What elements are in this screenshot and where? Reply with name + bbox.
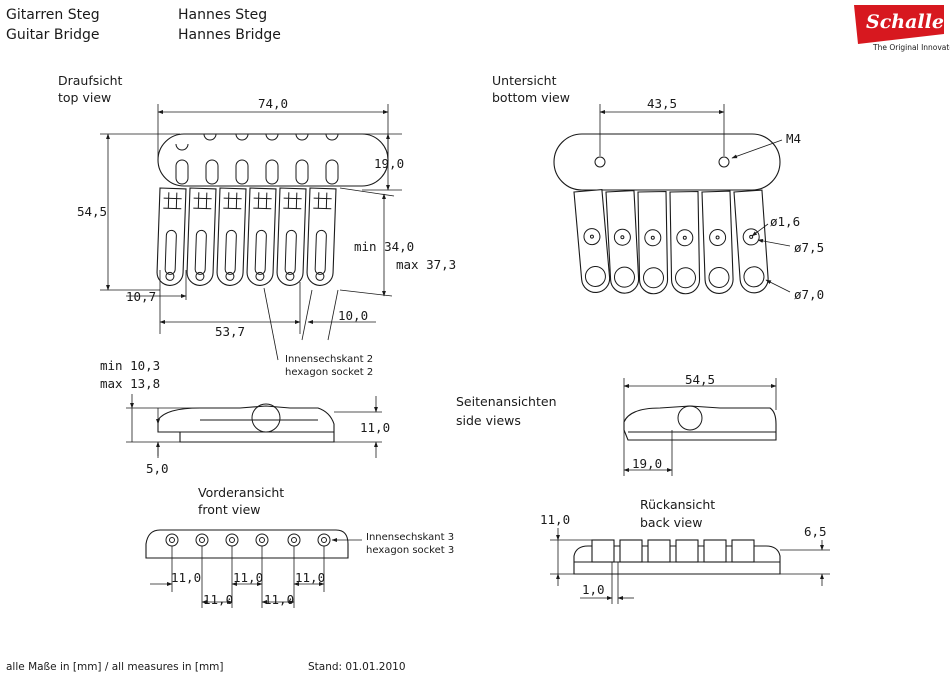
top-view-title-english: top view <box>58 90 111 105</box>
bottom-view-thread-hole-right <box>718 156 730 168</box>
back-view-title-german: Rückansicht <box>640 497 715 512</box>
dim-bottom-span: 43,5 <box>647 96 677 111</box>
bottom-view-saddles <box>573 188 769 295</box>
back-view-saddles <box>591 539 755 563</box>
top-view-saddles <box>156 187 337 286</box>
logo-badge <box>854 5 944 44</box>
side-view-left: min 10,3 max 13,8 5,0 11,0 <box>100 358 390 476</box>
dim-top-offset: 10,7 <box>126 289 156 304</box>
footer-measures-note: alle Maße in [mm] / all measures in [mm] <box>6 661 224 673</box>
note-hex-socket-3-german: Innensechskant 3 <box>366 532 454 543</box>
model-english: Hannes Bridge <box>178 27 281 43</box>
dim-side-max: max 13,8 <box>100 376 160 391</box>
bottom-view: Untersicht bottom view <box>492 73 824 302</box>
dim-front-spacing-3: 11,0 <box>233 570 263 585</box>
side-view-right-roller <box>677 405 703 431</box>
dim-top-depth: 19,0 <box>374 156 404 171</box>
note-hex-socket-2-german: Innensechskant 2 <box>285 354 373 365</box>
dim-back-saddle: 6,5 <box>804 524 827 539</box>
dim-top-width: 74,0 <box>258 96 288 111</box>
dim-top-height: 54,5 <box>77 204 107 219</box>
side-view-left-body <box>157 405 335 443</box>
front-view: Vorderansicht front view Innensechskant … <box>145 485 454 608</box>
bottom-view-title-english: bottom view <box>492 90 570 105</box>
top-view-title-german: Draufsicht <box>58 73 123 88</box>
back-view: Rückansicht back view 11,0 6,5 1,0 <box>540 497 830 604</box>
side-views-title-english: side views <box>456 413 521 428</box>
bottom-view-title-german: Untersicht <box>492 73 557 88</box>
bottom-view-thread-hole-left <box>594 156 606 168</box>
dim-bottom-hole-1: ø1,6 <box>770 214 800 229</box>
model-german: Hannes Steg <box>178 7 267 23</box>
schaller-logo: Schaller The Original Innovators <box>854 5 950 52</box>
note-hex-socket-2-english: hexagon socket 2 <box>285 367 373 378</box>
top-view: Draufsicht top view <box>58 73 456 378</box>
dim-front-spacing-2: 11,0 <box>203 592 233 607</box>
footer-date: Stand: 01.01.2010 <box>308 661 406 673</box>
dim-front-spacing-1: 11,0 <box>171 570 201 585</box>
dim-side-height: 11,0 <box>360 420 390 435</box>
logo-tagline: The Original Innovators <box>872 43 950 52</box>
dim-back-offset: 1,0 <box>582 582 605 597</box>
front-view-title-german: Vorderansicht <box>198 485 284 500</box>
bottom-view-baseplate <box>553 133 781 191</box>
dim-top-min: min 34,0 <box>354 239 414 254</box>
dim-bottom-hole-3: ø7,0 <box>794 287 824 302</box>
dim-side-min: min 10,3 <box>100 358 160 373</box>
dim-side-length: 54,5 <box>685 372 715 387</box>
side-view-right: 54,5 19,0 <box>623 372 777 476</box>
dim-top-saddle: 10,0 <box>338 308 368 323</box>
dim-front-spacing-5: 11,0 <box>295 570 325 585</box>
label-bottom-thread: M4 <box>786 131 801 146</box>
top-view-slots <box>175 159 339 185</box>
dim-bottom-hole-2: ø7,5 <box>794 240 824 255</box>
title-german: Gitarren Steg <box>6 7 100 23</box>
back-view-title-english: back view <box>640 515 702 530</box>
logo-brand-text: Schaller <box>866 11 950 33</box>
dim-side-offset: 19,0 <box>632 456 662 471</box>
dim-top-span: 53,7 <box>215 324 245 339</box>
top-view-string-notches <box>175 133 339 151</box>
front-view-title-english: front view <box>198 502 261 517</box>
side-views-title-german: Seitenansichten <box>456 394 557 409</box>
note-hex-socket-3-english: hexagon socket 3 <box>366 545 454 556</box>
title-english: Guitar Bridge <box>6 27 100 43</box>
dim-side-base: 5,0 <box>146 461 169 476</box>
dim-back-height: 11,0 <box>540 512 570 527</box>
dim-top-max: max 37,3 <box>396 257 456 272</box>
dim-front-spacing-4: 11,0 <box>264 592 294 607</box>
